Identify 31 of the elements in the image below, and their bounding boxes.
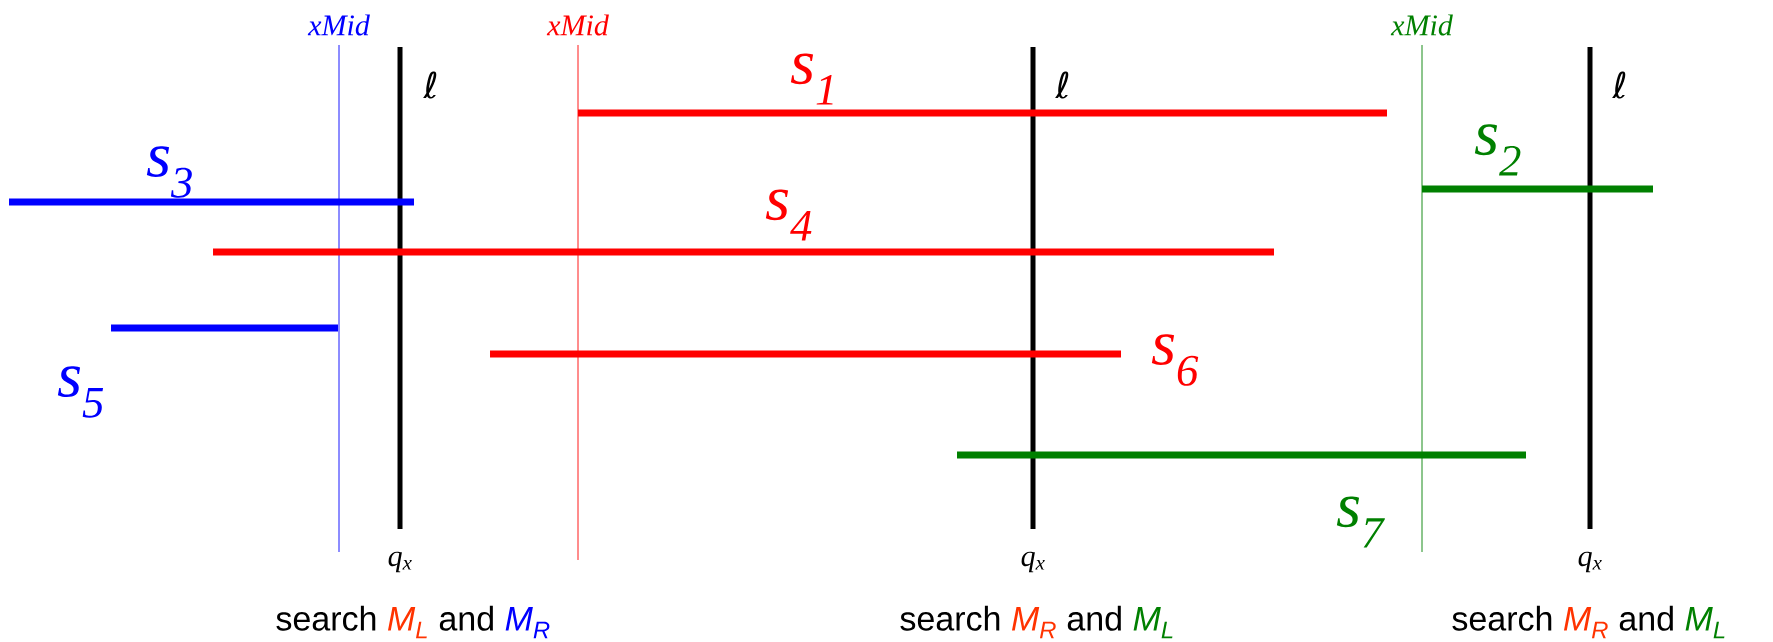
segment-label: s$_{4}$ [765,189,812,241]
label: search [900,605,1000,631]
query-label: q$_{x}$ [1578,551,1602,573]
line-label: ℓ [1055,71,1069,99]
label: M$_{L}$ [387,607,427,639]
label: M$_{L}$ [1133,607,1173,639]
segment-label: s$_{1}$ [790,53,833,105]
line-label: ℓ [423,71,437,99]
label: and [1619,605,1673,631]
label: search [276,605,376,631]
segment-label: s$_{3}$ [146,146,192,198]
label: and [1067,605,1121,631]
search-caption: search M$_{R}$ and M$_{L}$ [1452,605,1725,639]
segment-label: s$_{2}$ [1474,124,1521,176]
search-caption: search M$_{R}$ and M$_{L}$ [900,605,1173,639]
line-label: ℓ [1612,71,1626,99]
label: M$_{R}$ [505,607,550,639]
label: M$_{R}$ [1011,607,1056,639]
search-caption: search M$_{L}$ and M$_{R}$ [276,605,550,639]
label: M$_{L}$ [1685,607,1725,639]
label: M$_{R}$ [1563,607,1608,639]
axis-label: xMid [307,14,370,36]
segment-label: s$_{5}$ [57,366,104,418]
axis-label: xMid [1390,14,1453,36]
axis-label: xMid [546,14,609,36]
label: search [1452,605,1552,631]
query-label: q$_{x}$ [388,551,412,573]
label: and [439,605,493,631]
segment-label: s$_{7}$ [1336,496,1385,548]
query-label: q$_{x}$ [1021,551,1045,573]
segment-label: s$_{6}$ [1151,334,1199,386]
